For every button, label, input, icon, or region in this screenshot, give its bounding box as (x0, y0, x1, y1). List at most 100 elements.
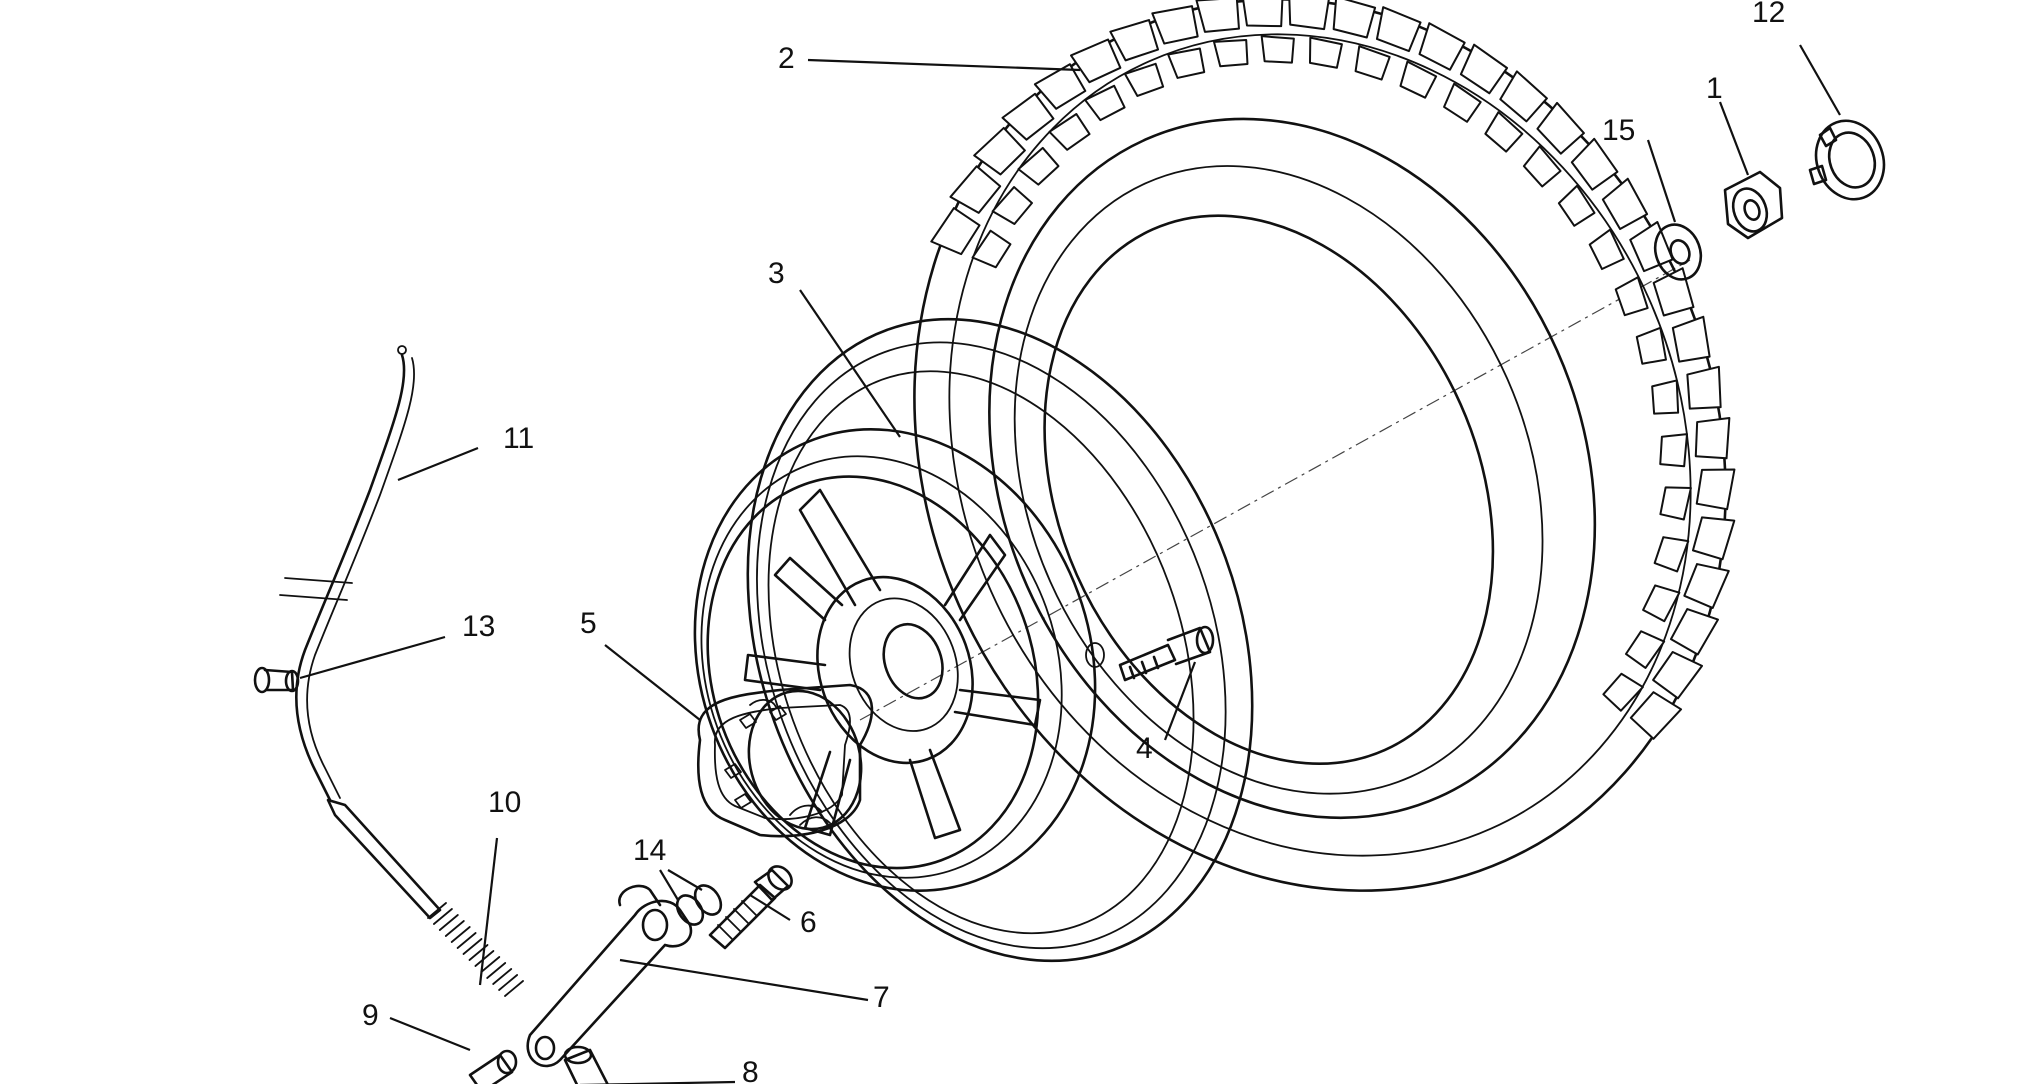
spring-coil (438, 914, 459, 931)
tread-block (1671, 315, 1711, 363)
brake-lever (526, 884, 693, 1068)
callout-3: 3 (768, 257, 785, 290)
tread-block (1601, 177, 1649, 231)
tread-block (1443, 82, 1482, 123)
tread-block (1069, 38, 1122, 84)
tread-block (1614, 276, 1649, 317)
tread-block (1629, 691, 1683, 740)
tread-block (1167, 47, 1206, 79)
tread-block (1683, 563, 1730, 609)
callout-1: 1 (1706, 72, 1723, 105)
bolt-left (468, 1049, 518, 1084)
callout-labels: 1 2 3 4 5 6 7 8 9 10 11 12 13 14 15 (362, 0, 1785, 1084)
tread-block (1651, 379, 1680, 415)
spring-coil (492, 968, 513, 985)
tread-block (971, 229, 1012, 269)
tread-block (1084, 84, 1126, 122)
tread-block (991, 186, 1033, 226)
callout-6: 6 (800, 906, 817, 939)
tread-block (1588, 228, 1625, 271)
tread-block (1536, 101, 1585, 155)
rim-hub (816, 575, 974, 765)
tread-block (1375, 6, 1422, 53)
tread-block (949, 165, 1002, 214)
tread-block (1241, 0, 1284, 28)
tread-block (930, 207, 981, 256)
tread-block (1695, 468, 1736, 511)
rim-spokes (743, 488, 1042, 840)
tread-block (1642, 584, 1681, 623)
callout-10: 10 (488, 786, 521, 819)
callout-13: 13 (462, 610, 495, 643)
spring-coil (462, 938, 483, 955)
tread-block (1017, 146, 1060, 186)
tread-block (1195, 0, 1240, 33)
tread-block (1691, 516, 1736, 561)
tread-block (1653, 536, 1690, 573)
tread-block (1124, 62, 1165, 97)
tyre (913, 0, 1736, 892)
tread-block (1629, 220, 1674, 273)
tread-block (1499, 70, 1548, 123)
tread-block (1669, 608, 1719, 656)
spring-coil (444, 920, 465, 937)
return-spring (427, 902, 524, 997)
tread-block (1260, 35, 1295, 64)
tread-block (1151, 5, 1199, 45)
tread-block (1308, 36, 1343, 69)
rim (693, 317, 1254, 963)
tread-block (1522, 145, 1562, 188)
callout-7: 7 (873, 981, 890, 1014)
brake-shoes (696, 683, 874, 838)
tread-block (1484, 111, 1524, 153)
tread-block (1602, 672, 1644, 712)
tread-block (1659, 433, 1689, 468)
hub-cap (1808, 119, 1886, 201)
callout-11: 11 (503, 422, 534, 455)
brake-cam-shaft (708, 865, 793, 950)
valve-hole (1085, 642, 1105, 668)
tread-block (1557, 184, 1596, 227)
tread-block (1399, 60, 1438, 99)
tread-block (1001, 92, 1055, 141)
callout-8: 8 (742, 1056, 759, 1084)
spring-coil (504, 980, 524, 997)
tread-block (1570, 137, 1619, 191)
callout-5: 5 (580, 607, 597, 640)
tyre-tread-blocks (930, 0, 1736, 740)
pin (563, 1045, 609, 1084)
tread-block (1354, 45, 1391, 81)
tread-block (1652, 650, 1704, 700)
washer (1653, 223, 1703, 281)
spring-coil (456, 932, 477, 949)
tread-block (1635, 326, 1667, 365)
spring-coil (427, 902, 447, 919)
axle-nut (1723, 170, 1784, 240)
tread-block (973, 126, 1026, 176)
tread-block (1418, 22, 1466, 71)
leader-lines (299, 44, 1841, 1084)
spring-coil (480, 956, 501, 973)
tread-block (1212, 38, 1249, 68)
tyre-valve (1118, 625, 1215, 682)
tread-block (1288, 0, 1330, 31)
callout-9: 9 (362, 999, 379, 1032)
tread-block (1624, 630, 1666, 669)
wheel-axis-line (859, 259, 1691, 721)
tread-block (1033, 63, 1087, 110)
tread-block (1109, 19, 1160, 62)
tread-block (1686, 365, 1722, 410)
callout-4: 4 (1136, 732, 1153, 765)
callout-2: 2 (778, 42, 795, 75)
spring-coil (486, 962, 507, 979)
spring-coil (450, 926, 471, 943)
spring-coil (498, 974, 518, 991)
brake-cable (279, 345, 442, 920)
cable-clamp (253, 666, 300, 694)
callout-12: 12 (1752, 0, 1785, 29)
spring-coil (432, 908, 453, 925)
tread-block (1332, 0, 1377, 39)
tread-block (1659, 486, 1692, 521)
tread-block (1048, 113, 1091, 151)
